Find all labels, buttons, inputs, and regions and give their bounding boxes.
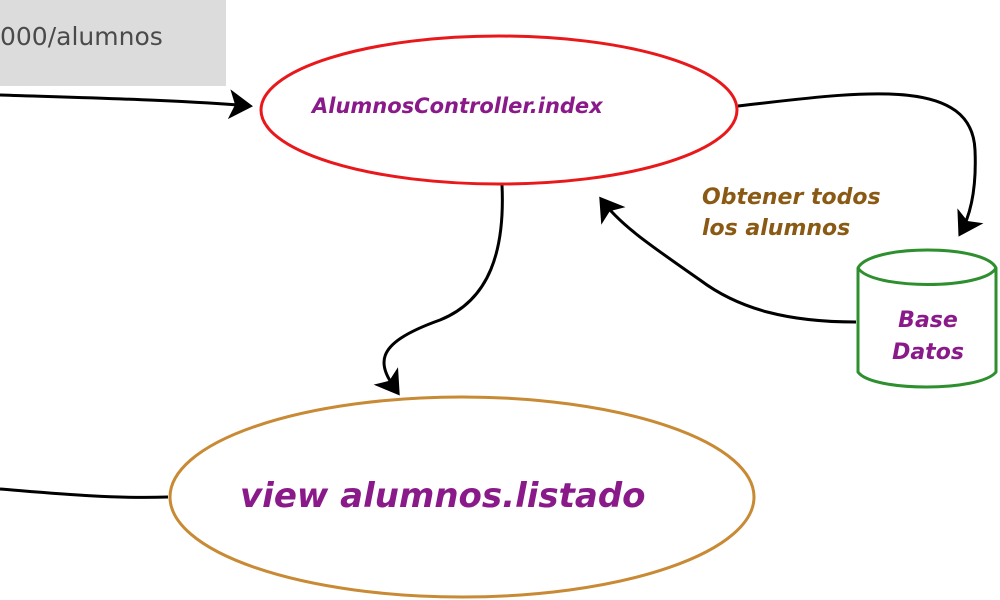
database-label: Base Datos <box>878 305 978 369</box>
edge-note-line1: Obtener todos <box>702 185 881 210</box>
database-label-line1: Base <box>898 308 958 333</box>
database-node <box>856 248 998 389</box>
url-box: 000/alumnos <box>0 0 226 86</box>
edge-url-to-controller <box>0 89 253 120</box>
controller-label: AlumnosController.index <box>312 94 603 118</box>
edge-controller-to-view <box>373 184 504 396</box>
edge-note: Obtener todos los alumnos <box>702 182 881 244</box>
database-label-line2: Datos <box>892 340 964 365</box>
view-label: view alumnos.listado <box>240 476 646 516</box>
edge-database-to-controller <box>599 196 857 324</box>
url-text: 000/alumnos <box>0 22 163 51</box>
edge-controller-to-database <box>737 92 984 237</box>
controller-node <box>259 34 739 186</box>
view-node <box>168 395 756 599</box>
edge-note-line2: los alumnos <box>702 216 851 241</box>
edge-view-to-left <box>0 487 169 499</box>
